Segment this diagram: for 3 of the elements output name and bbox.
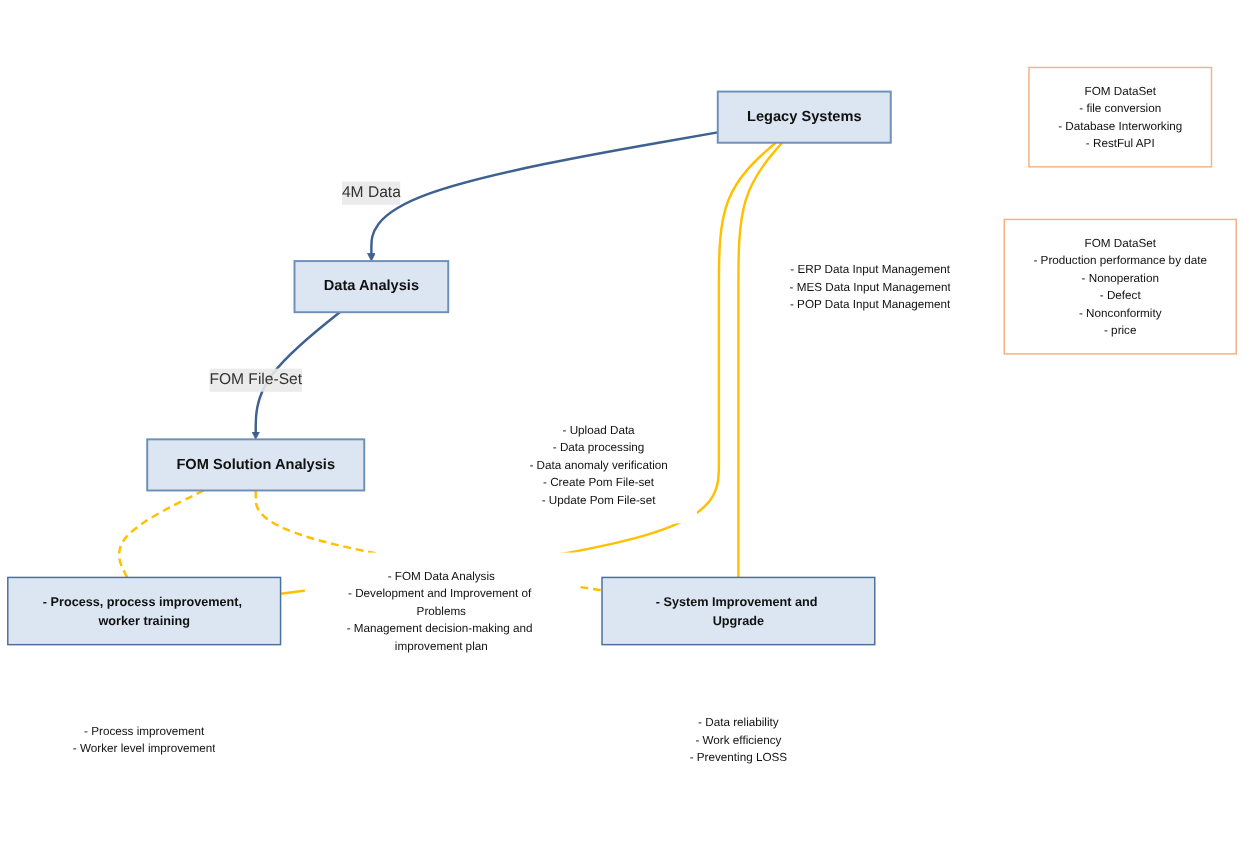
connector: [737, 141, 783, 578]
arrow: [367, 131, 718, 262]
connector: [117, 489, 205, 578]
